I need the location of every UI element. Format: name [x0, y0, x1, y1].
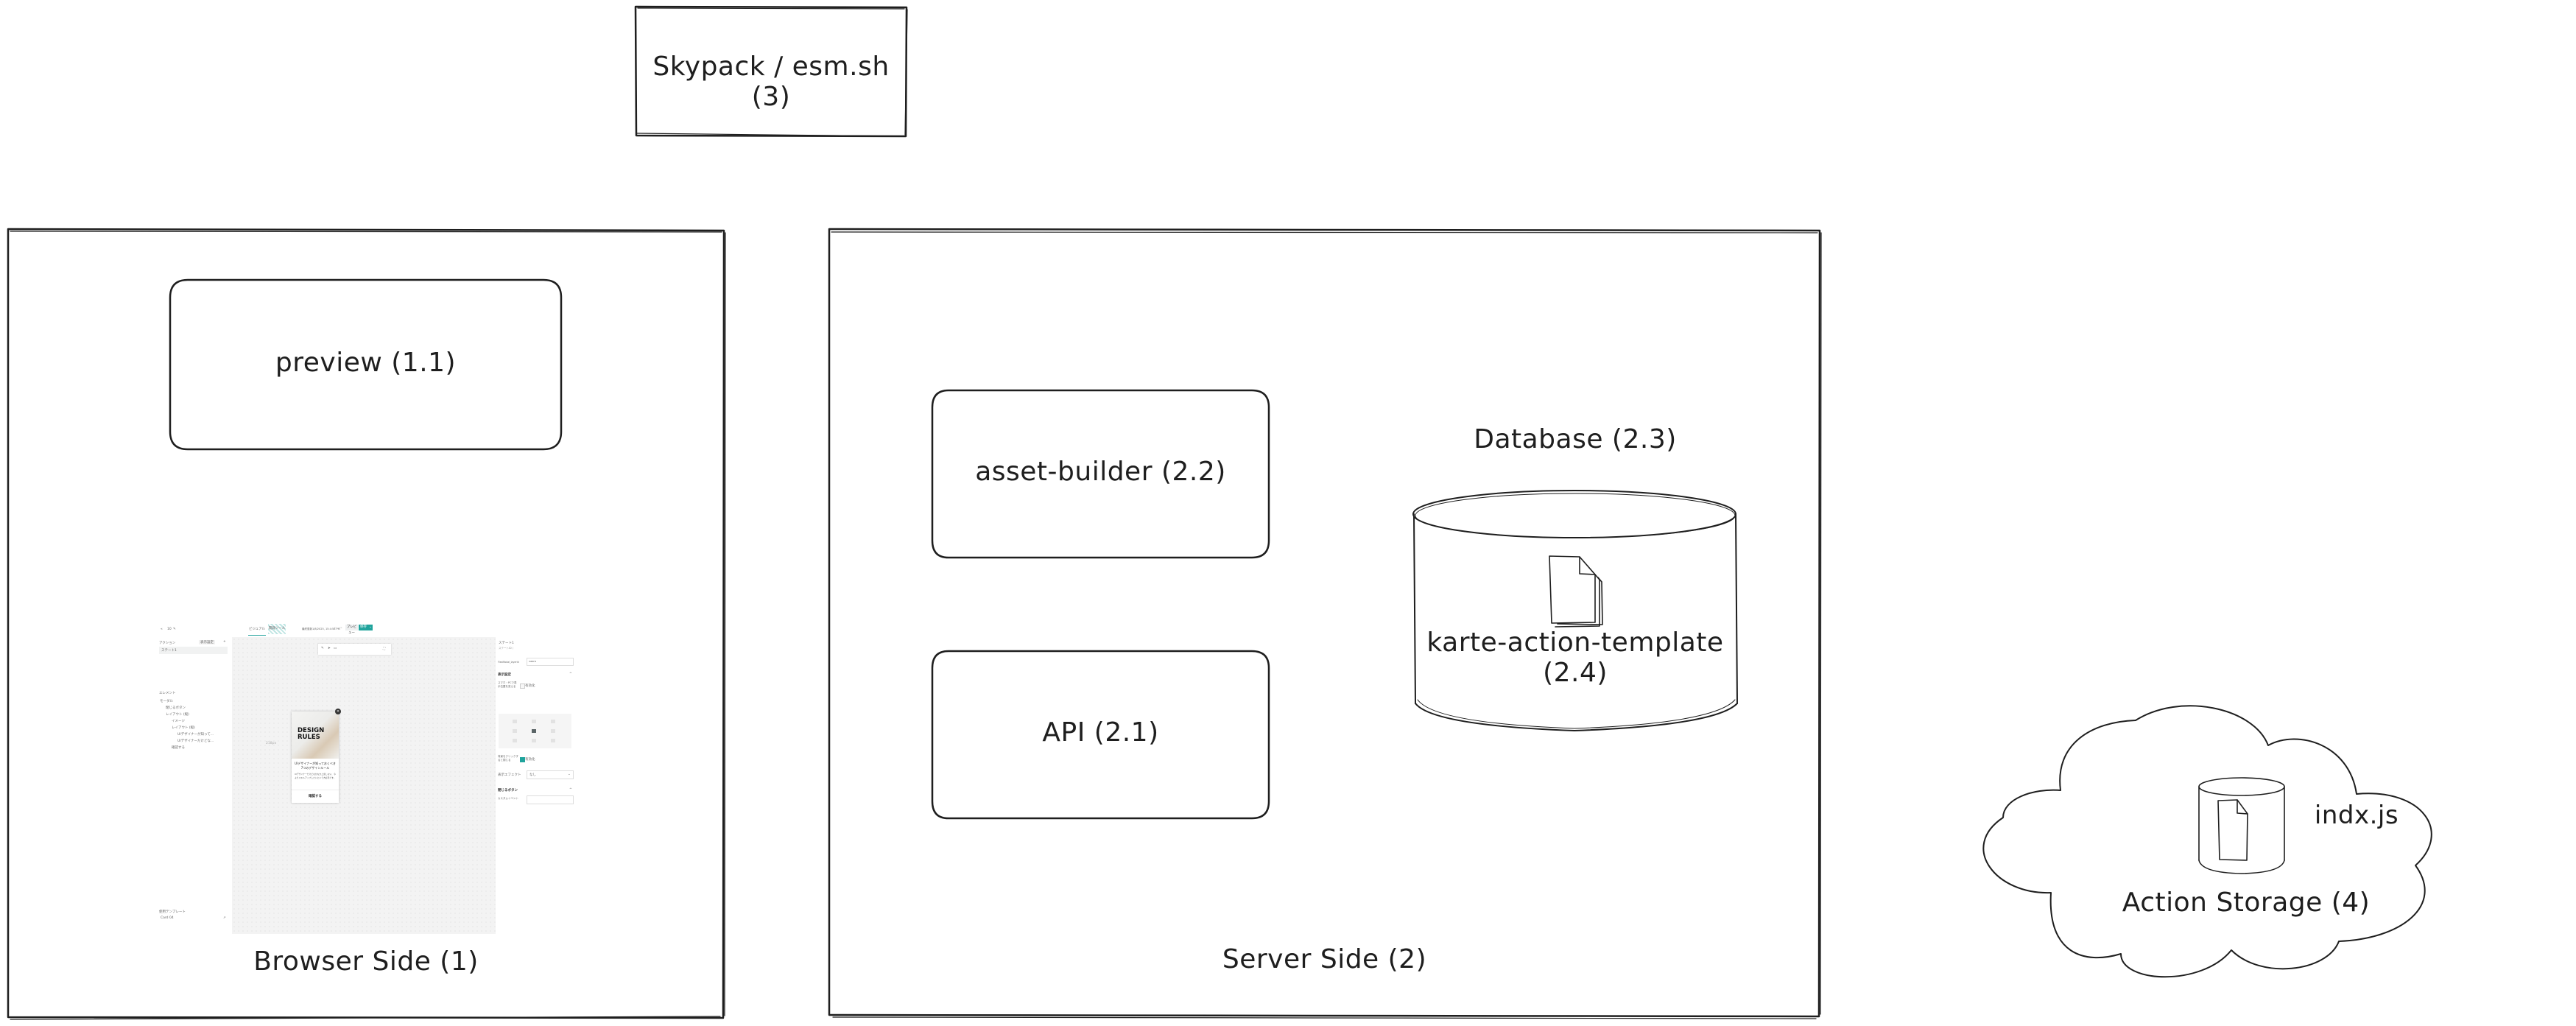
browser-side-label: Browser Side (1): [253, 946, 479, 977]
skypack-label: Skypack / esm.sh (3): [652, 52, 890, 113]
last-saved: 最終更新1/8/2025, 15:4:58 PM: [302, 628, 340, 630]
tab-devtools[interactable]: 開発ツール: [268, 624, 286, 634]
custom-event-label: カスタムイベント: [498, 797, 518, 800]
editor-screenshot: « 10 ✎ ビジュアル 開発ツール 最終更新1/8/2025, 15:4:58…: [157, 621, 574, 934]
responsive-toggle-label: 有効化: [525, 684, 535, 688]
collapse-icon[interactable]: ^: [569, 788, 572, 792]
database-label: Database (2.3): [1474, 424, 1677, 454]
chevron-down-icon: ⌄: [568, 773, 571, 776]
tree-item[interactable]: UIデザイナーが知って...: [177, 733, 214, 737]
modal-cta-button[interactable]: 確認する: [309, 795, 322, 798]
display-settings-section[interactable]: 表示設定: [498, 673, 511, 677]
modal-body: UIデザイナーだけどなかなか上達しない、今よりスキルアップしたいという方必見です…: [295, 773, 336, 779]
editor-topbar: « 10 ✎ ビジュアル 開発ツール 最終更新1/8/2025, 15:4:58…: [157, 621, 574, 637]
save-button[interactable]: 保存: [359, 625, 368, 630]
state-id-label: ステートID /: [499, 647, 514, 650]
bg-click-toggle-label: 有効化: [525, 758, 535, 762]
close-button-section[interactable]: 閉じるボタン: [498, 789, 518, 793]
state-label: ステート1: [161, 649, 177, 653]
indx-js-label: indx.js: [2314, 801, 2399, 830]
editor-right-panel: ステート1 ステートID / FlexModal_layerId vaaro 表…: [496, 637, 574, 934]
file-icon: [2217, 799, 2248, 861]
custom-event-input[interactable]: [527, 795, 574, 804]
tree-item[interactable]: レイアウト (縦): [166, 713, 189, 717]
asset-builder-label: asset-builder (2.2): [975, 457, 1226, 487]
action-storage-label: Action Storage (4): [2122, 888, 2371, 918]
editor-canvas[interactable]: ✎ ➤ ▭ ⛶ 218px DESIGN RULES UIデザイナーが知っておく…: [232, 637, 496, 934]
state-name: ステート1: [499, 642, 514, 645]
hero-image: [292, 711, 339, 759]
asset-builder-box[interactable]: [931, 389, 1270, 559]
tree-item[interactable]: UIデザイナーだけどな...: [177, 739, 214, 743]
template-header: 使用テンプレート: [159, 910, 186, 914]
server-side-container[interactable]: [828, 228, 1822, 1019]
elements-header: エレメント: [159, 692, 176, 695]
effect-label: 表示エフェクト: [498, 773, 521, 777]
tab-visual[interactable]: ビジュアル: [248, 627, 266, 636]
actions-header: アクション: [159, 642, 176, 645]
layer-field-label: FlexModal_layerId: [498, 661, 519, 664]
preview-label: preview (1.1): [275, 348, 457, 378]
tree-item[interactable]: レイアウト (縦): [172, 726, 195, 730]
modal-preview[interactable]: DESIGN RULES UIデザイナーが知っておくべき 7つのデザインルール …: [292, 711, 339, 803]
tree-item[interactable]: モーダル: [160, 700, 173, 703]
karte-action-template-label: karte-action-template (2.4): [1426, 628, 1724, 689]
tree-item[interactable]: 閉じるボタン: [166, 706, 186, 710]
responsive-checkbox[interactable]: [520, 684, 525, 689]
preview-box[interactable]: [169, 278, 563, 451]
server-side-label: Server Side (2): [1222, 944, 1427, 974]
pencil-icon[interactable]: ✎: [173, 628, 176, 631]
redo-icon[interactable]: ↷: [339, 627, 342, 630]
display-settings-button[interactable]: 表示設定: [199, 640, 215, 644]
collapse-icon[interactable]: ^: [569, 672, 572, 676]
preview-button[interactable]: プレビュー: [345, 625, 358, 635]
tree-item[interactable]: イメージ: [172, 720, 185, 723]
position-center-selected[interactable]: [532, 729, 536, 733]
undo-icon[interactable]: ↶: [334, 627, 337, 630]
bg-click-label: 背景をクリックすると閉じる: [498, 755, 518, 762]
storage-cylinder: [2198, 777, 2285, 874]
state-item[interactable]: ステート1: [159, 647, 228, 654]
effect-select[interactable]: なし ⌄: [527, 770, 574, 779]
template-name: Card 04: [161, 916, 174, 920]
fullscreen-icon[interactable]: ⛶: [383, 647, 386, 651]
document-stack-icon: [1549, 555, 1603, 628]
tree-item[interactable]: 確認する: [172, 746, 185, 750]
height-indicator: 218px: [266, 742, 277, 745]
canvas-toolbar: ✎ ➤ ▭ ⛶: [318, 644, 391, 655]
api-label: API (2.1): [1042, 717, 1159, 748]
editor-left-panel: アクション 表示設定 + ステート1 エレメント モーダル 閉じるボタン レイア…: [157, 637, 232, 934]
external-link-icon[interactable]: ↗: [223, 916, 226, 920]
layer-id-input[interactable]: vaaro: [527, 658, 574, 666]
save-dropdown-icon[interactable]: ⌄: [368, 625, 373, 630]
back-icon[interactable]: «: [161, 628, 163, 631]
database-cylinder[interactable]: [1412, 490, 1738, 731]
cursor-tool-icon[interactable]: ➤: [328, 647, 331, 650]
action-id: 10: [167, 628, 172, 631]
bg-click-checkbox[interactable]: [520, 757, 525, 762]
skypack-box[interactable]: [634, 5, 908, 138]
pencil-tool-icon[interactable]: ✎: [321, 647, 324, 650]
position-grid[interactable]: [499, 714, 571, 748]
modal-close-icon[interactable]: ×: [335, 709, 341, 714]
action-storage-cloud[interactable]: [1982, 705, 2432, 978]
browser-side-container[interactable]: [7, 228, 726, 1020]
responsive-label: スマホ・PCで表示位置を変える: [498, 681, 517, 688]
monitor-tool-icon[interactable]: ▭: [334, 647, 337, 650]
modal-title: UIデザイナーが知っておくべき 7つのデザインルール: [295, 762, 336, 770]
api-box[interactable]: [931, 650, 1270, 820]
add-action-button[interactable]: +: [223, 640, 226, 644]
hero-text: DESIGN RULES: [298, 727, 325, 741]
